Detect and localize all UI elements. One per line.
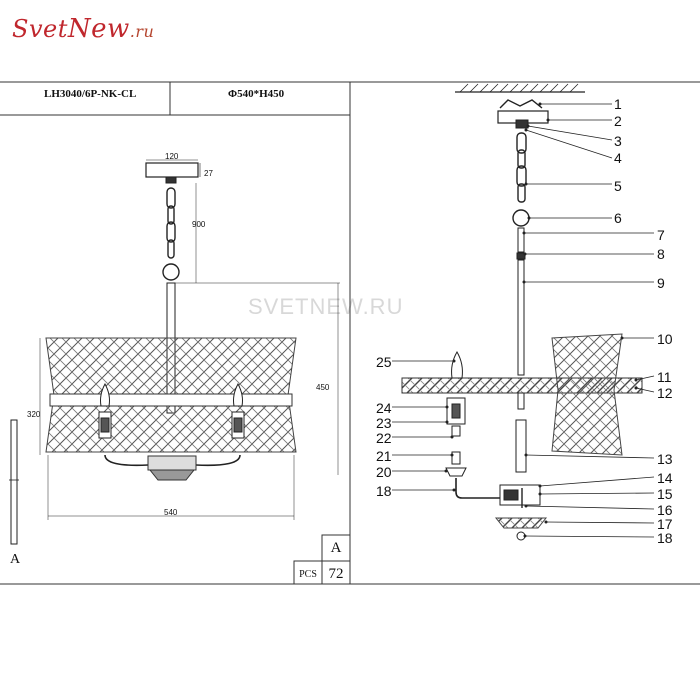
part-label: 9 (657, 275, 665, 291)
part-label: 17 (657, 516, 673, 532)
part-label: 11 (657, 369, 672, 385)
pcs-count: 72 (328, 565, 344, 582)
part-label: 22 (376, 430, 392, 446)
svetnew-logo: SvetNew.ru (12, 14, 154, 44)
logo-ru: .ru (129, 22, 155, 41)
section-a-label: A (10, 552, 21, 567)
part-label: 13 (657, 451, 673, 467)
part-label: 4 (614, 150, 622, 166)
part-label: 16 (657, 502, 673, 518)
dim-shade-height: 320 (27, 410, 41, 419)
size-spec: Φ540*H450 (228, 88, 285, 100)
exploded-view (392, 83, 655, 541)
part-label: 2 (614, 113, 622, 129)
part-label: 7 (657, 227, 665, 243)
model-number: LH3040/6P-NK-CL (44, 88, 137, 100)
box-letter: A (330, 539, 342, 556)
frame (0, 81, 700, 585)
part-label: 3 (614, 133, 622, 149)
part-label: 12 (657, 385, 673, 401)
part-label: 25 (376, 354, 392, 370)
logo-svet: Svet (12, 15, 68, 43)
front-view (9, 159, 340, 545)
logo-new: New (67, 14, 130, 44)
pcs-label: PCS (299, 568, 317, 580)
part-label: 24 (376, 400, 392, 416)
part-label: 6 (614, 210, 622, 226)
dim-chain-length: 900 (192, 220, 206, 229)
part-label: 18 (657, 530, 673, 546)
part-label: 14 (657, 470, 673, 486)
part-label: 18 (376, 483, 392, 499)
dim-width: 540 (164, 508, 178, 517)
dim-canopy-width: 120 (165, 152, 179, 161)
dim-total-height: 450 (316, 383, 330, 392)
watermark: SVETNEW.RU (248, 294, 404, 319)
part-label: 21 (376, 448, 392, 464)
part-label: 5 (614, 178, 622, 194)
dim-canopy-height: 27 (204, 169, 213, 178)
part-label: 23 (376, 415, 392, 431)
part-label: 15 (657, 486, 673, 502)
part-label: 20 (376, 464, 392, 480)
part-label: 10 (657, 331, 673, 347)
part-label: 8 (657, 246, 665, 262)
part-label: 1 (614, 96, 622, 112)
